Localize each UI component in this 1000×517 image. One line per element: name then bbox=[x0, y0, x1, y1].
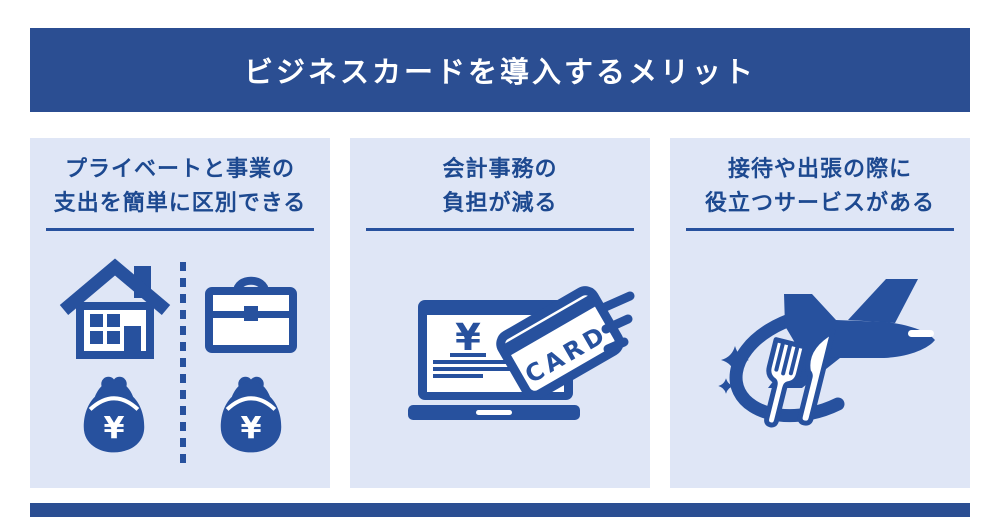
header-banner: ビジネスカードを導入するメリット bbox=[30, 28, 970, 112]
card-illustration bbox=[670, 138, 970, 488]
briefcase-icon bbox=[205, 276, 297, 353]
dashed-divider bbox=[180, 262, 186, 468]
yen-symbol: ¥ bbox=[240, 411, 261, 446]
credit-card-icon: CARD bbox=[496, 286, 624, 400]
card-title-line1: プライベートと事業の bbox=[64, 156, 295, 181]
bottom-banner bbox=[30, 503, 970, 517]
card-title: 接待や出張の際に 役立つサービスがある bbox=[670, 152, 970, 220]
laptop-card-scene: ¥ CARD bbox=[408, 286, 635, 420]
fork-icon bbox=[764, 337, 808, 428]
card-title-line2: 支出を簡単に区別できる bbox=[53, 190, 307, 215]
coin-purse-icon: ¥ bbox=[220, 376, 282, 453]
coin-purse-icon: ¥ bbox=[83, 376, 145, 453]
card-title: プライベートと事業の 支出を簡単に区別できる bbox=[30, 152, 330, 220]
yen-symbol: ¥ bbox=[103, 411, 124, 446]
benefit-card-accounting: 会計事務の 負担が減る ¥ CARD bbox=[350, 138, 650, 488]
laptop-base bbox=[408, 405, 580, 420]
card-title-line2: 役立つサービスがある bbox=[704, 190, 935, 215]
card-title-line1: 会計事務の bbox=[442, 156, 558, 181]
card-title-line2: 負担が減る bbox=[442, 190, 558, 215]
title-underline bbox=[46, 228, 314, 231]
title-underline bbox=[366, 228, 634, 231]
title-underline bbox=[686, 228, 954, 231]
benefit-card-travel-services: 接待や出張の際に 役立つサービスがある bbox=[670, 138, 970, 488]
travel-dining-scene bbox=[718, 279, 935, 428]
benefit-card-private-business: プライベートと事業の 支出を簡単に区別できる bbox=[30, 138, 330, 488]
sparkles-icon bbox=[718, 346, 749, 394]
card-title-line1: 接待や出張の際に bbox=[727, 156, 912, 181]
speed-lines-icon bbox=[598, 291, 635, 354]
house-icon bbox=[59, 258, 171, 359]
card-illustration: ¥ ¥ bbox=[30, 138, 330, 488]
yen-symbol: ¥ bbox=[455, 316, 481, 359]
knife-icon bbox=[797, 328, 836, 426]
card-illustration: ¥ CARD bbox=[350, 138, 650, 488]
page-title: ビジネスカードを導入するメリット bbox=[243, 57, 756, 89]
card-title: 会計事務の 負担が減る bbox=[350, 152, 650, 220]
